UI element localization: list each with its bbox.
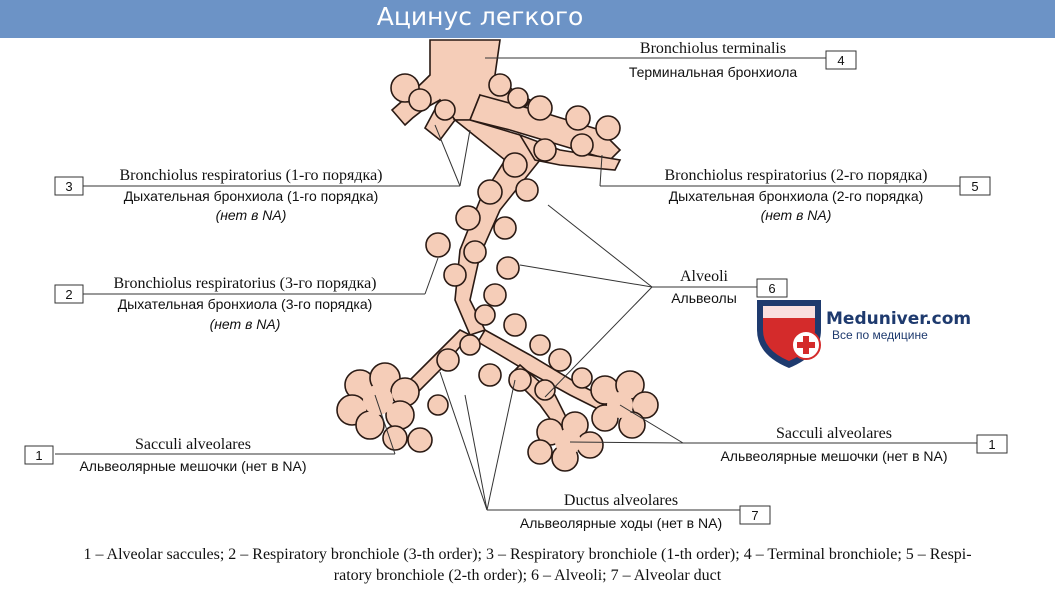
terminal-latin: Bronchiolus terminalis <box>640 40 786 57</box>
alveolus <box>478 363 502 387</box>
number-box-5 <box>959 176 991 196</box>
resp2-latin: Bronchiolus respiratorius (2-го порядка) <box>664 167 927 184</box>
alveolus <box>493 216 517 240</box>
number-3: 3 <box>65 179 72 194</box>
alveolus <box>408 88 432 112</box>
alveolus <box>548 348 572 372</box>
alveolus <box>595 115 621 141</box>
alveolus <box>529 334 551 356</box>
number-box-1-left <box>24 445 54 465</box>
sacculi-left-latin: Sacculi alveolares <box>135 436 251 453</box>
alveolus <box>527 95 553 121</box>
resp3-latin: Bronchiolus respiratorius (3-го порядка) <box>113 275 376 292</box>
number-5: 5 <box>971 179 978 194</box>
alveolus <box>427 394 449 416</box>
alveolus <box>503 313 527 337</box>
alveolus <box>455 205 481 231</box>
resp1-latin: Bronchiolus respiratorius (1-го порядка) <box>119 167 382 184</box>
alveolus <box>436 348 460 372</box>
alveolar-sac-right <box>527 370 659 472</box>
alveolus <box>459 334 481 356</box>
alveoli-latin: Alveoli <box>680 268 729 285</box>
alveolus <box>425 232 451 258</box>
alveolus <box>434 99 456 121</box>
caption-line-1: 1 – Alveolar saccules; 2 – Respiratory b… <box>83 546 972 563</box>
alveolus <box>533 138 557 162</box>
number-boxes <box>24 50 1008 525</box>
alveolus <box>508 368 532 392</box>
terminal-rus: Терминальная бронхиола <box>629 64 798 80</box>
alveolus <box>570 133 594 157</box>
number-2: 2 <box>65 287 72 302</box>
number-box-3 <box>54 176 84 196</box>
alveolus <box>474 304 496 326</box>
alveolus <box>463 240 487 264</box>
number-box-7 <box>739 505 771 525</box>
meduniver-logo: Meduniver.com Все по медицине <box>757 300 971 368</box>
resp3-rus: Дыхательная бронхиола (3-го порядка) <box>118 296 373 312</box>
resp3-note: (нет в NA) <box>210 316 281 332</box>
figure-caption: 1 – Alveolar saccules; 2 – Respiratory b… <box>0 544 1055 586</box>
number-box-4 <box>825 50 857 70</box>
resp2-rus: Дыхательная бронхиола (2-го порядка) <box>669 188 924 204</box>
title-bar: Ацинус легкого <box>0 0 1055 38</box>
resp1-note: (нет в NA) <box>216 207 287 223</box>
alveolus <box>507 87 529 109</box>
alveolus <box>534 379 556 401</box>
alveolar-sac-left <box>336 362 433 453</box>
number-1-left: 1 <box>35 448 42 463</box>
alveolus <box>488 73 512 97</box>
alveolus <box>502 152 528 178</box>
alveolus <box>496 256 520 280</box>
alveolus <box>571 367 593 389</box>
caption-line-2: ratory bronchiole (2-th order); 6 – Alve… <box>333 567 722 584</box>
sacculi-right-rus: Альвеолярные мешочки (нет в NA) <box>720 448 947 464</box>
alveoli-rus: Альвеолы <box>671 290 737 306</box>
number-7: 7 <box>751 508 758 523</box>
resp2-note: (нет в NA) <box>761 207 832 223</box>
number-box-1-right <box>976 434 1008 454</box>
alveolus <box>477 179 503 205</box>
number-box-2 <box>54 284 84 304</box>
alveolus <box>515 178 539 202</box>
logo-tagline: Все по медицине <box>832 328 928 342</box>
logo-name: Meduniver.com <box>826 309 971 329</box>
leader-lines <box>55 57 977 511</box>
number-box-6 <box>756 278 788 298</box>
page-title: Ацинус легкого <box>376 2 584 31</box>
resp1-rus: Дыхательная бронхиола (1-го порядка) <box>124 188 379 204</box>
sacculi-right-latin: Sacculi alveolares <box>776 425 892 442</box>
alveolus <box>443 263 467 287</box>
number-6: 6 <box>768 281 775 296</box>
alveoli-bubbles <box>390 73 621 416</box>
number-1-right: 1 <box>988 437 995 452</box>
ductus-latin: Ductus alveolares <box>564 492 678 509</box>
alveolus <box>483 283 507 307</box>
sacculi-left-rus: Альвеолярные мешочки (нет в NA) <box>79 458 306 474</box>
ductus-rus: Альвеолярные ходы (нет в NA) <box>520 515 722 531</box>
number-4: 4 <box>837 53 844 68</box>
alveolus <box>565 105 591 131</box>
